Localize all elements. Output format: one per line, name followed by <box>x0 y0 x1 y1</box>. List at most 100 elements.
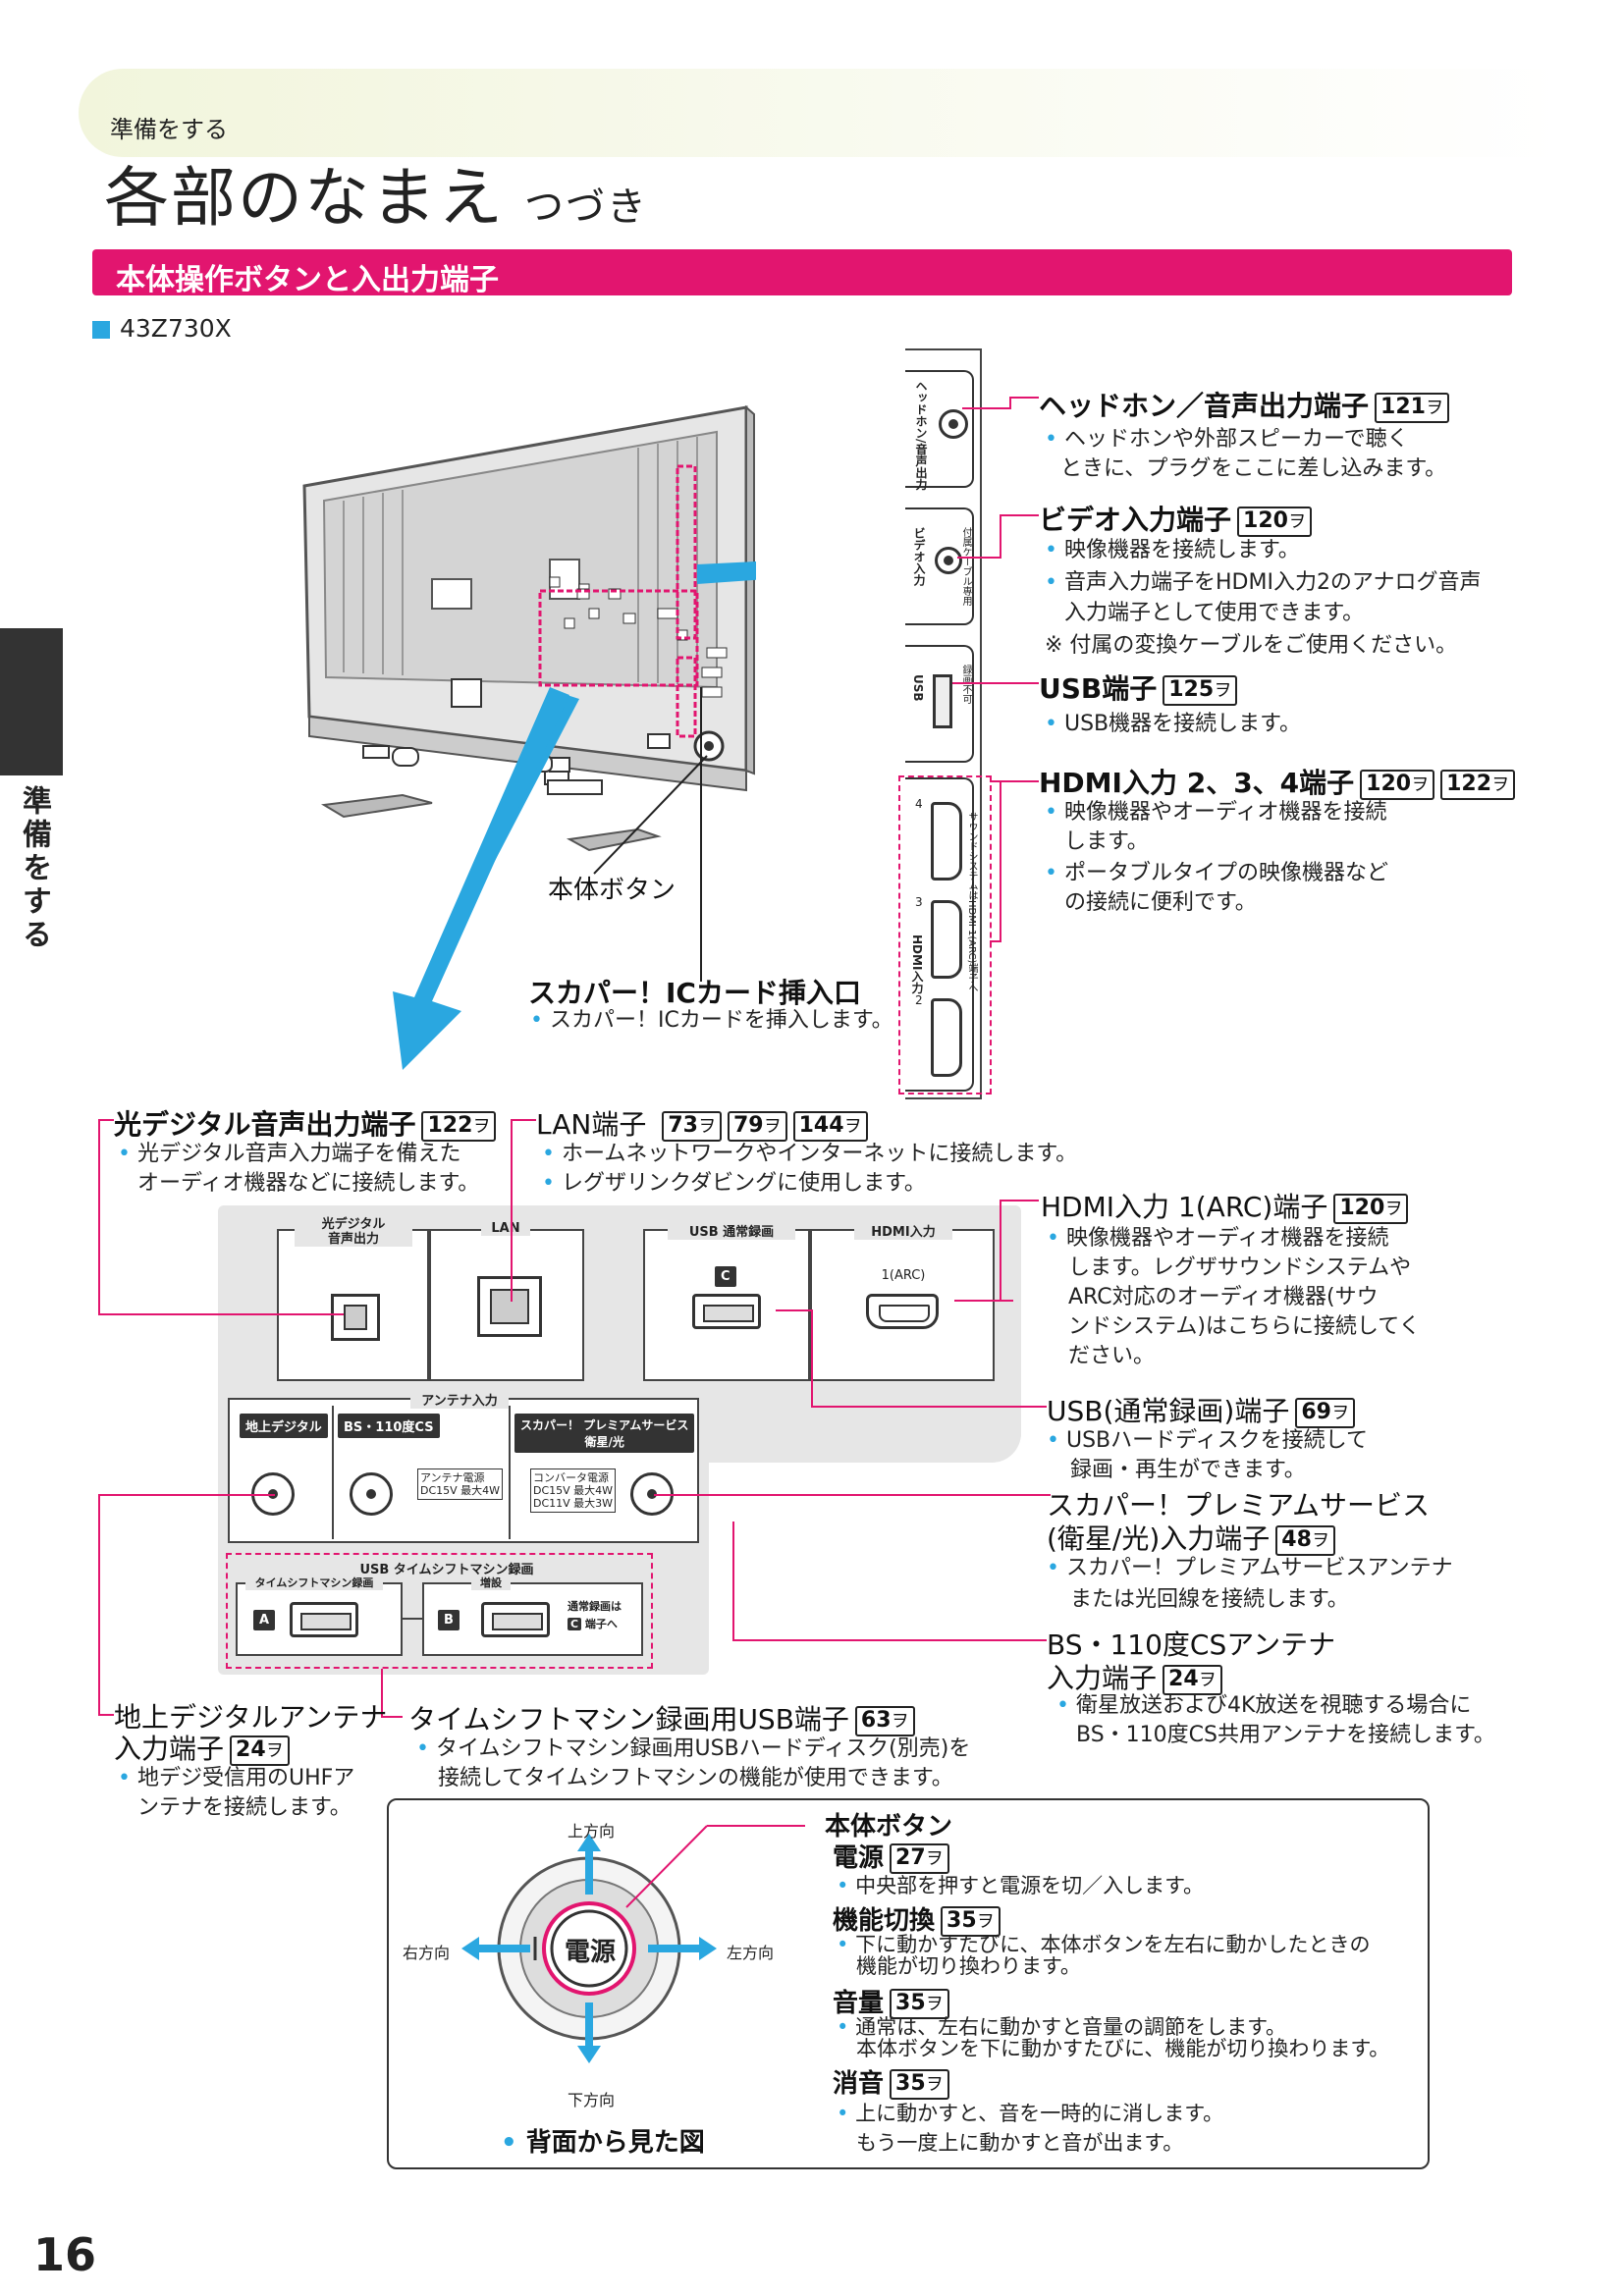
lan-port-icon <box>477 1276 542 1337</box>
desc-text: 映像機器やオーディオ機器を接続 <box>1063 800 1387 825</box>
timeshift-b-port-icon <box>481 1602 550 1637</box>
btn-item-label: 機能切換 <box>833 1906 936 1936</box>
bs-desc-2: BS・110度CS共用アンテナを接続します。 <box>1076 1723 1495 1747</box>
timeshift-callout-text: タイムシフトマシン録画用USB端子 <box>408 1703 849 1735</box>
leader-video-v <box>1000 514 1001 559</box>
usb-desc-1: • USB機器を接続します。 <box>1045 712 1301 736</box>
headphone-callout-text: ヘッドホン／音声出力端子 <box>1039 390 1370 422</box>
leader-hdmi1-v <box>1000 1200 1001 1302</box>
btn-item-label: 音量 <box>833 1989 885 2018</box>
model-label: 43Z730X <box>92 314 232 343</box>
leader-terrestrial-h <box>98 1494 275 1496</box>
ref-number: 24 <box>1168 1667 1199 1691</box>
page-title: 各部のなまえつづき <box>104 145 648 240</box>
headphone-desc-1: • ヘッドホンや外部スピーカーで聴く <box>1045 427 1409 452</box>
leader-hdmi1-h <box>954 1300 1013 1302</box>
desc-text: 中央部を押すと電源を切／入します。 <box>855 1874 1204 1897</box>
lan-desc-1: • ホームネットワークやインターネットに接続します。 <box>542 1142 1078 1166</box>
leader-headphone <box>962 407 1011 409</box>
ref-badge: 122ヲ <box>1440 770 1516 800</box>
btn-function-desc-2: 機能が切り換わります。 <box>856 1954 1081 1978</box>
ref-number: 35 <box>895 1991 926 2015</box>
leader-timeshift-h <box>381 1716 403 1718</box>
hdmi234-desc-4: の接続に便利です。 <box>1064 890 1257 915</box>
ref-badge: 63ヲ <box>854 1706 915 1736</box>
ref-number: 35 <box>947 1908 977 1933</box>
optical-desc-1: • 光デジタル音声入力端子を備えた <box>118 1142 461 1166</box>
desc-text: 衛星放送および4K放送を視聴する場合に <box>1075 1693 1472 1718</box>
usb-normal-port-icon <box>692 1294 761 1329</box>
ref-badge: 121ヲ <box>1375 393 1449 423</box>
desc-text: 上に動かすと、音を一時的に消します。 <box>855 2102 1224 2125</box>
sky-desc-2: または光回線を接続します。 <box>1070 1587 1349 1612</box>
leader-bs-v <box>732 1522 734 1641</box>
hdmi2-num: 2 <box>915 993 923 1007</box>
side-hdmi-label: HDMI入力 <box>910 934 924 994</box>
usb-c-tag: C <box>715 1266 736 1287</box>
ref-number: 120 <box>1339 1196 1385 1220</box>
hdmi1-desc-4: ンドシステム)はこちらに接続してく <box>1068 1314 1421 1339</box>
lan-desc-2: • レグザリンクダビングに使用します。 <box>542 1171 926 1196</box>
video-block <box>905 507 974 625</box>
ref-number: 121 <box>1380 395 1426 419</box>
side-usb-label: USB <box>911 674 925 702</box>
hdmi1-desc-5: ださい。 <box>1068 1344 1156 1368</box>
ref-badge: 73ヲ <box>662 1111 722 1142</box>
btn-item-label: 電源 <box>833 1843 885 1873</box>
bs-desc-1: • 衛星放送および4K放送を視聴する場合に <box>1056 1693 1472 1718</box>
hdmi2-port-icon <box>931 998 962 1077</box>
bs-jack-icon <box>350 1472 393 1516</box>
optical-desc-2: オーディオ機器などに接続します。 <box>137 1171 480 1196</box>
desc-text: レグザリンクダビングに使用します。 <box>561 1171 926 1196</box>
ref-badge: 79ヲ <box>727 1111 787 1142</box>
btn-volume-desc-1: • 通常は、左右に動かすと音量の調節をします。 <box>837 2015 1286 2039</box>
side-usb-port-icon <box>933 674 952 728</box>
video-desc-2: • 音声入力端子をHDMI入力2のアナログ音声 <box>1045 570 1482 595</box>
title-sub: つづき <box>524 185 648 230</box>
usbrec-callout-text: USB(通常録画)端子 <box>1047 1395 1290 1427</box>
leader-usbrec-v <box>811 1309 813 1408</box>
bs-callout-label-1: BS・110度CSアンテナ <box>1047 1629 1336 1661</box>
tv-body-button-label: 本体ボタン <box>548 876 676 905</box>
ref-badge: 144ヲ <box>792 1111 868 1142</box>
antenna-power-note: アンテナ電源 DC15V 最大4W <box>417 1468 504 1500</box>
optical-port-icon <box>331 1294 380 1341</box>
hdmi234-desc-2: します。 <box>1064 829 1149 854</box>
ref-badge: 120ヲ <box>1237 507 1312 537</box>
hdmi1-port-icon <box>866 1294 939 1329</box>
hdmi234-callout-text: HDMI入力 2、3、4端子 <box>1039 767 1355 799</box>
timeshift-a-tag: A <box>253 1610 276 1630</box>
desc-text: 映像機器を接続します。 <box>1063 538 1300 562</box>
leader-terrestrial-v <box>98 1494 100 1716</box>
video-note: ※ 付属の変換ケーブルをご使用ください。 <box>1045 633 1458 658</box>
leader-hdmi-h <box>990 940 1001 942</box>
leader-optical-v <box>98 1119 100 1315</box>
desc-text: 音声入力端子をHDMI入力2のアナログ音声 <box>1063 570 1482 595</box>
timeshift-a-port-icon <box>290 1602 358 1637</box>
ref-badge: 24ヲ <box>230 1735 290 1766</box>
side-headphone-label: ヘッドホン/音声出力 <box>913 380 930 490</box>
ref-badge: 48ヲ <box>1275 1525 1335 1556</box>
ref-number: 24 <box>236 1737 266 1762</box>
btn-item-label: 消音 <box>833 2069 885 2099</box>
hdmi234-desc-3: • ポータブルタイプの映像機器など <box>1045 861 1388 885</box>
page-kicker: 準備をする <box>110 116 228 143</box>
leader-usbrec-h2 <box>811 1406 1047 1408</box>
desc-text: ホームネットワークやインターネットに接続します。 <box>561 1142 1078 1166</box>
ref-number: 120 <box>1243 508 1288 533</box>
sky-callout-text: (衛星/光)入力端子 <box>1047 1522 1271 1555</box>
usb-normal-head: USB 通常録画 <box>668 1221 795 1240</box>
hdmi1-desc-1: • 映像機器やオーディオ機器を接続 <box>1047 1226 1389 1251</box>
side-video-label: ビデオ入力 <box>912 527 926 586</box>
terrestrial-callout-text: 入力端子 <box>114 1733 225 1765</box>
